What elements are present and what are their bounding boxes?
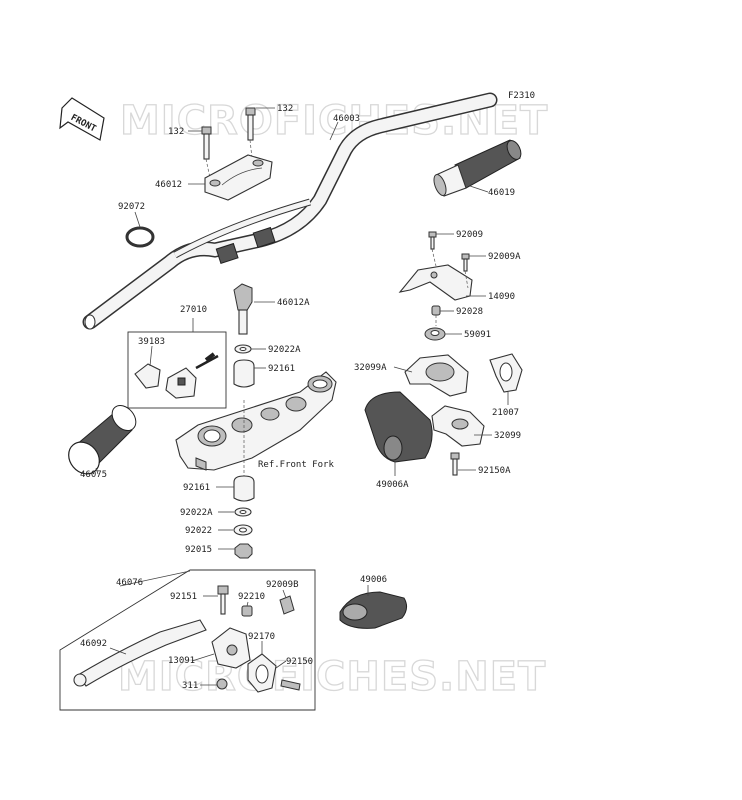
part-label: 32099A [354,363,387,373]
part-label: 46012 [155,180,182,190]
leader-lines [95,107,509,686]
bolt-132-left [201,126,212,160]
part-label: 39183 [138,337,165,347]
handlebar-holder-46012A [233,283,253,335]
part-label: 92150 [286,657,313,667]
ref-front-fork-note: Ref.Front Fork [258,460,334,470]
part-label: 132 [168,127,184,137]
watermark-bottom: MICROFICHES.NET [118,654,546,700]
part-label: 49006A [376,480,409,490]
part-label: 92151 [170,592,197,602]
throttle-case-32099 [431,405,485,447]
part-label: 92210 [238,592,265,602]
collar-311 [216,678,228,690]
part-label: 92015 [185,545,212,555]
part-label: 46076 [116,578,143,588]
figure-code: F2310 [508,91,535,101]
part-label: 46003 [333,114,360,124]
collar-92028 [431,305,441,316]
screw-92150A [450,452,460,476]
bracket-14090 [398,264,473,301]
switch-box-27010 [127,331,227,409]
bolt-132-top [245,107,256,141]
part-label: 92009A [488,252,521,262]
part-label: 92161 [183,483,210,493]
part-label: 92009 [456,230,483,240]
washer-92022A-lower [234,507,252,517]
screw-92150 [280,679,301,691]
washer-92210 [241,605,253,617]
part-label: 46019 [488,188,515,198]
part-label: 132 [277,104,293,114]
handlebar-clamp-46012 [204,154,273,201]
damper-92161-upper [233,359,255,388]
throttle-cover-49006 [339,591,408,629]
part-labels: 132 132 46003 46012 46019 92072 92009 92… [80,104,521,691]
part-label: 21007 [492,408,519,418]
left-grip-46075 [68,404,137,475]
part-label: 311 [182,681,198,691]
lever-holder-13091 [211,627,251,669]
screw-92009A [461,253,470,272]
front-arrow-icon: FRONT [59,97,105,141]
clutch-lever-box-46076 [59,569,316,711]
part-label: 27010 [180,305,207,315]
band-clip-92072 [125,226,155,248]
washer-59091 [424,327,446,341]
part-label: 92022A [268,345,301,355]
part-label: 92150A [478,466,511,476]
part-label: 32099 [494,431,521,441]
part-label: 92161 [268,364,295,374]
part-label: 46075 [80,470,107,480]
throttle-housing-32099A [404,354,469,397]
part-label: 59091 [464,330,491,340]
part-label: 92170 [248,632,275,642]
part-label: 46092 [80,639,107,649]
kill-switch-39183 [134,352,219,399]
bolt-92151 [217,585,229,615]
steering-stem-head [175,371,337,471]
clutch-lever-46092 [73,619,207,687]
damper-92161-lower [233,475,255,502]
part-label: 14090 [488,292,515,302]
part-label: 49006 [360,575,387,585]
screw-92009 [428,231,437,250]
washer-92022A-upper [234,344,252,354]
part-label: 46012A [277,298,310,308]
part-label: 92009B [266,580,299,590]
part-label: 92022 [185,526,212,536]
throttle-housing-49006A [364,391,433,463]
part-label: 92022A [180,508,213,518]
part-label: 92072 [118,202,145,212]
part-label: 13091 [168,656,195,666]
handlebar-46003 [82,92,498,330]
screw-92009B [279,595,295,615]
washer-92022 [233,524,253,536]
nut-92015 [234,543,253,559]
part-label: 92028 [456,307,483,317]
throttle-grip-46019 [433,139,522,197]
cable-guide-21007 [489,353,523,393]
